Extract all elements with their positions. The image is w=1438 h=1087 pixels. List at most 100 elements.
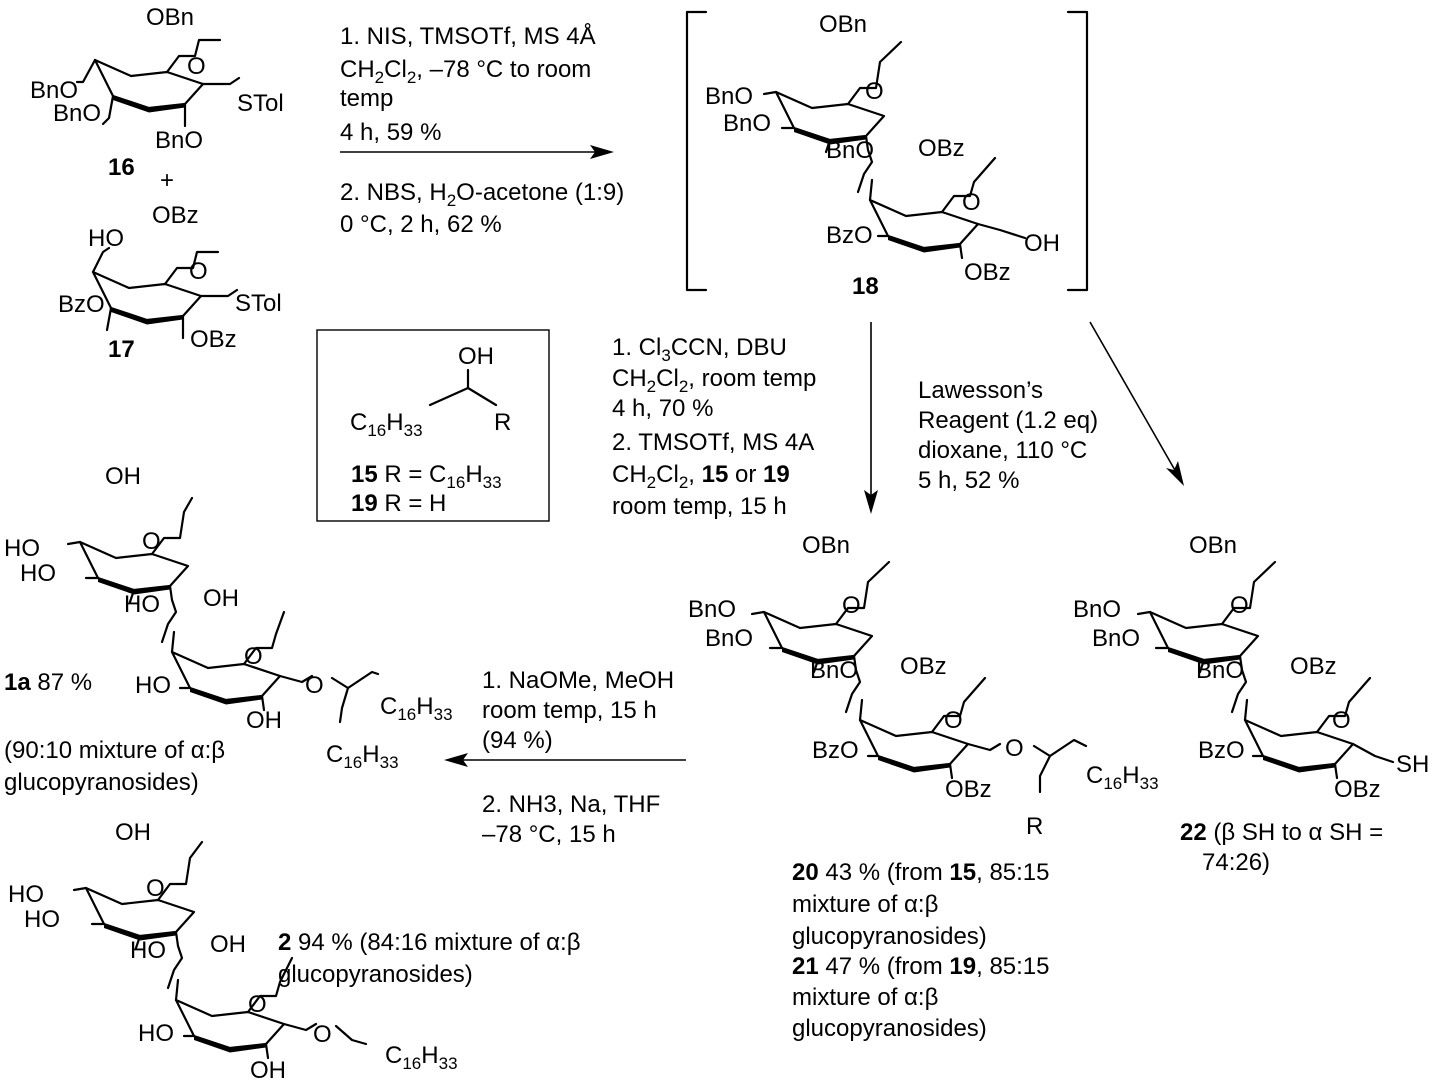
c17-c6-substituent: OBz xyxy=(152,202,199,229)
step3-line1: Lawesson’s xyxy=(918,377,1043,404)
line-19: 19 R = H xyxy=(351,490,446,517)
step4-line4: 2. NH3, Na, THF xyxy=(482,791,660,818)
c2-ether-oxygen: O xyxy=(313,1021,332,1048)
step1-line6: 0 °C, 2 h, 62 % xyxy=(340,211,502,238)
caption-2-line1: 2 94 % (84:16 mixture of α:β xyxy=(278,929,581,956)
compound-2-top-ring xyxy=(72,840,204,990)
compound-1a-bottom-ring xyxy=(170,610,380,724)
caption-1a-line1: 1a 87 % xyxy=(4,669,92,696)
c18-top-c4: BnO xyxy=(705,83,753,110)
c20-bottom-c3: BzO xyxy=(812,737,859,764)
alcohol-r: R xyxy=(494,409,511,436)
c16-c2-substituent: BnO xyxy=(155,127,203,154)
c17-c3-substituent: BzO xyxy=(58,291,105,318)
compound-20-21-top-ring xyxy=(750,560,891,714)
c20-bottom-c6: OBz xyxy=(900,653,947,680)
compound-18-label: 18 xyxy=(852,273,879,300)
step2-line4: 2. TMSOTf, MS 4A xyxy=(612,429,814,456)
compound-2-bottom-ring xyxy=(174,956,368,1060)
caption-20-line1: 20 43 % (from 15, 85:15 xyxy=(792,859,1050,886)
c17-c2-substituent: OBz xyxy=(190,326,237,353)
caption-22-line1: 22 (β SH to α SH = xyxy=(1180,819,1383,846)
plus-sign: + xyxy=(160,167,174,194)
caption-21-line2: mixture of α:β xyxy=(792,984,938,1011)
arrow-step4 xyxy=(444,753,686,767)
c18-anomeric: OH xyxy=(1024,230,1060,257)
step2-line3: 4 h, 70 % xyxy=(612,395,713,422)
step2-line5: CH2Cl2, 15 or 19 xyxy=(612,461,790,492)
caption-21-line3: glucopyranosides) xyxy=(792,1015,987,1042)
c20-top-c2: BnO xyxy=(810,657,858,684)
caption-1a-line2: (90:10 mixture of α:β xyxy=(4,737,225,764)
alcohol-box xyxy=(316,329,550,522)
c2-top-c4: HO xyxy=(8,881,44,908)
c20-bottom-c2: OBz xyxy=(945,776,992,803)
c2-bottom-c6: OH xyxy=(210,931,246,958)
c1a-ether-oxygen: O xyxy=(305,672,324,699)
c18-bottom-ring-oxygen: O xyxy=(962,189,981,216)
caption-2-line2: glucopyranosides) xyxy=(278,961,473,988)
c2-top-c6: OH xyxy=(115,819,151,846)
c22-bottom-c2: OBz xyxy=(1334,776,1381,803)
step1-line3: temp xyxy=(340,85,393,112)
compound-16: O xyxy=(75,38,241,128)
c1a-bottom-c3: HO xyxy=(135,672,171,699)
c22-bottom-c3: BzO xyxy=(1198,737,1245,764)
c22-top-c6: OBn xyxy=(1189,532,1237,559)
c18-bottom-c2: OBz xyxy=(964,259,1011,286)
step1-line4: 4 h, 59 % xyxy=(340,119,441,146)
alcohol-chain: C16H33 xyxy=(350,409,423,440)
c17-ring-oxygen: O xyxy=(189,258,208,285)
c22-top-c4: BnO xyxy=(1073,596,1121,623)
c1a-top-c3: HO xyxy=(20,560,56,587)
step2-line6: room temp, 15 h xyxy=(612,493,787,520)
c17-c4-substituent: HO xyxy=(88,225,124,252)
c1a-top-c2: HO xyxy=(124,591,160,618)
c20-top-c4: BnO xyxy=(688,596,736,623)
c20-top-c3: BnO xyxy=(705,625,753,652)
c18-top-c3: BnO xyxy=(723,110,771,137)
c17-anomeric-substituent: STol xyxy=(235,290,282,317)
c22-bottom-ring-oxygen: O xyxy=(1332,707,1351,734)
compound-22-bottom-ring xyxy=(1243,676,1395,780)
c22-top-c2: BnO xyxy=(1196,657,1244,684)
arrow-step3 xyxy=(1089,321,1184,486)
c18-top-ring-oxygen: O xyxy=(865,78,884,105)
caption-21-line1: 21 47 % (from 19, 85:15 xyxy=(792,953,1050,980)
c22-anomeric: SH xyxy=(1396,751,1429,778)
c2-bottom-c3: HO xyxy=(138,1020,174,1047)
compound-18-bottom-ring xyxy=(868,156,1027,260)
c1a-top-c6: OH xyxy=(105,463,141,490)
arrow-step1 xyxy=(340,145,614,159)
c1a-top-c4: HO xyxy=(4,535,40,562)
step1-line1: 1. NIS, TMSOTf, MS 4Å xyxy=(340,22,596,50)
c1a-chain2: C16H33 xyxy=(326,741,399,772)
alcohol-structure xyxy=(428,368,498,407)
c1a-bottom-c6: OH xyxy=(203,585,239,612)
c22-top-c3: BnO xyxy=(1092,625,1140,652)
step3-line4: 5 h, 52 % xyxy=(918,467,1019,494)
compound-1a-top-ring xyxy=(66,496,194,644)
ring-oxygen: O xyxy=(187,53,206,80)
arrow-step2 xyxy=(864,322,878,514)
c2-top-ring-oxygen: O xyxy=(146,875,165,902)
line-15: 15 R = C16H33 xyxy=(351,461,502,492)
c1a-bottom-ring-oxygen: O xyxy=(244,643,263,670)
step4-line2: room temp, 15 h xyxy=(482,697,657,724)
compound-16-label: 16 xyxy=(108,154,135,181)
caption-1a-line3: glucopyranosides) xyxy=(4,769,199,796)
compound-17-label: 17 xyxy=(108,336,135,363)
c1a-chain1: C16H33 xyxy=(380,693,453,724)
c22-top-ring-oxygen: O xyxy=(1230,592,1249,619)
bracket-18 xyxy=(685,10,1089,292)
c2-top-c2: HO xyxy=(130,937,166,964)
caption-22-line2: 74:26) xyxy=(1202,849,1270,876)
step2-line2: CH2Cl2, room temp xyxy=(612,365,816,396)
c2-chain: C16H33 xyxy=(385,1042,458,1073)
c16-c3-substituent: BnO xyxy=(53,100,101,127)
c20-top-c6: OBn xyxy=(802,532,850,559)
c16-c4-substituent: BnO xyxy=(30,77,78,104)
step3-line3: dioxane, 110 °C xyxy=(918,437,1087,464)
c2-bottom-c2: OH xyxy=(250,1057,286,1084)
